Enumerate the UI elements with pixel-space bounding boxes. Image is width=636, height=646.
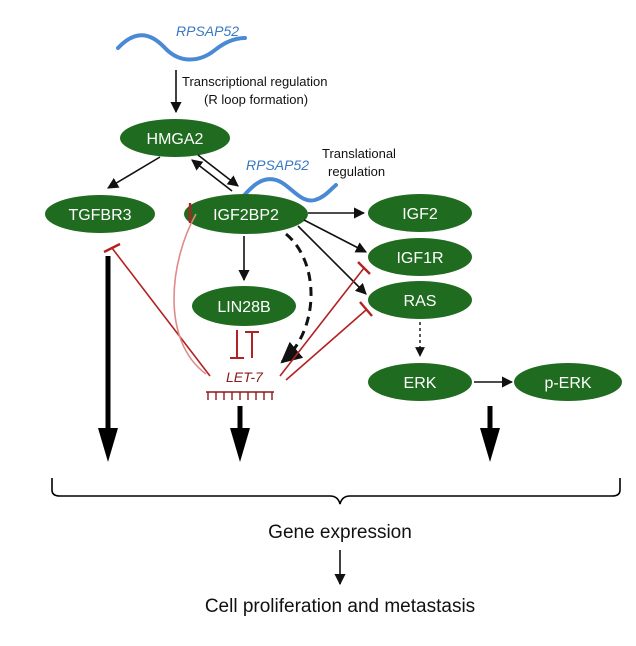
arrow-hmga2-tgfbr3: [107, 156, 161, 189]
cell-proliferation-text: Cell proliferation and metastasis: [205, 596, 475, 617]
node-igf2bp2-label: IGF2BP2: [213, 207, 279, 224]
node-perk-label: p-ERK: [544, 375, 591, 392]
node-igf2-label: IGF2: [402, 206, 438, 223]
let7-label: LET-7: [226, 369, 264, 385]
rpsap52-mid-strand: [238, 177, 338, 203]
gene-expression-text: Gene expression: [268, 522, 412, 543]
inhibit-let7-tgfbr3: [111, 247, 211, 377]
r-loop-formation-text: (R loop formation): [204, 92, 308, 107]
node-hmga2-label: HMGA2: [147, 131, 204, 148]
arrow-hmga2-igf2bp2: [197, 154, 239, 187]
curly-brace: [51, 478, 621, 505]
let7-hairpin: [206, 391, 274, 400]
dashed-arrow-igf2bp2-let7: [280, 232, 313, 364]
translational-regulation-text-2: regulation: [328, 164, 385, 179]
node-igf1r-label: IGF1R: [396, 250, 443, 267]
node-igf2: [368, 194, 472, 232]
inhibit-let7-ras: [285, 309, 367, 381]
transcriptional-regulation-text: Transcriptional regulation: [182, 74, 327, 89]
big-arrow-let7: [230, 406, 250, 462]
node-erk: [368, 363, 472, 401]
inhibit-let7-igf1r-bar: [357, 261, 371, 275]
node-tgfbr3-label: TGFBR3: [68, 207, 131, 224]
rpsap52-top-label: RPSAP52: [176, 23, 239, 39]
rpsap52-mid-label: RPSAP52: [246, 157, 309, 173]
node-igf1r: [368, 238, 472, 276]
rpsap52-top-strand: [116, 33, 247, 62]
node-hmga2: [120, 119, 230, 157]
arrow-igf2bp2-igf1r: [303, 219, 367, 253]
inhibit-let7-tgfbr3-bar: [103, 242, 121, 254]
node-erk-label: ERK: [404, 375, 437, 392]
node-ras: [368, 281, 472, 319]
node-igf2bp2: [184, 194, 308, 234]
node-perk: [514, 363, 622, 401]
arrow-igf2bp2-ras: [297, 225, 367, 295]
inhibit-let7-igf2bp2: [173, 213, 207, 375]
big-arrow-erk: [480, 406, 500, 462]
big-arrow-tgfbr3: [98, 256, 118, 462]
node-lin28b: [192, 286, 296, 326]
node-ras-label: RAS: [404, 293, 437, 310]
arrow-igf2bp2-hmga2: [191, 159, 233, 192]
inhibit-let7-igf1r: [279, 267, 365, 377]
node-lin28b-label: LIN28B: [217, 299, 270, 316]
translational-regulation-text: Translational: [322, 146, 396, 161]
inhibit-let7-ras-bar: [359, 301, 373, 317]
node-tgfbr3: [45, 195, 155, 233]
